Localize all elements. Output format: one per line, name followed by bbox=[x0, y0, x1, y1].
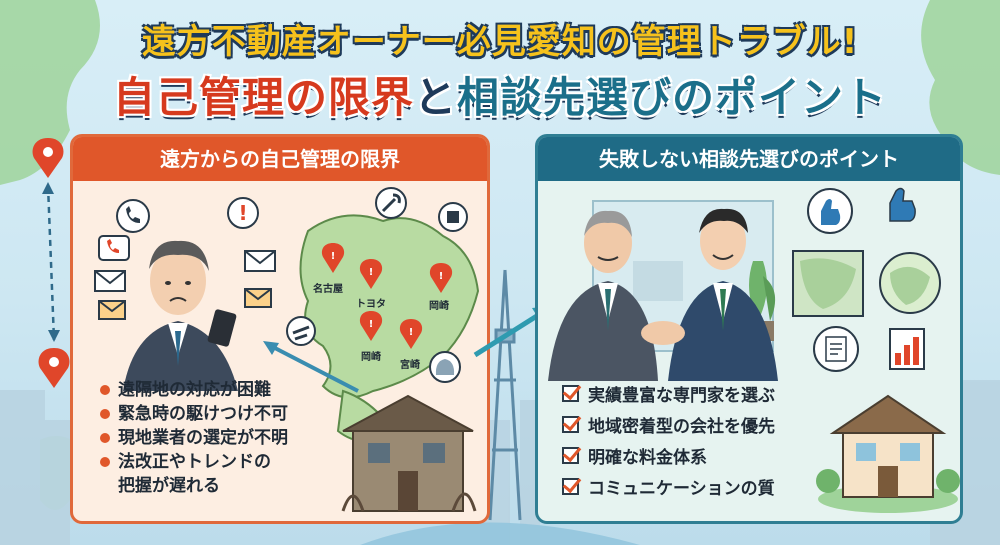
run-down-house-illustration bbox=[341, 394, 477, 512]
location-pin-icon bbox=[38, 348, 70, 388]
location-pin-icon bbox=[32, 138, 64, 178]
map-thumbnail bbox=[792, 250, 864, 317]
svg-text:!: ! bbox=[238, 201, 247, 225]
map-label-toyota: トヨタ bbox=[356, 299, 386, 310]
checkbox-icon bbox=[562, 416, 579, 433]
right-panel: 失敗しない相談先選びのポイント bbox=[535, 134, 963, 524]
sub-title-part1: 自己管理の限界 bbox=[112, 73, 414, 122]
map-label-miyazaki: 宮崎 bbox=[400, 360, 420, 371]
thumbs-up-icon bbox=[807, 188, 853, 234]
location-pin-icon: ! bbox=[359, 259, 383, 289]
checkbox-icon bbox=[562, 478, 579, 495]
distance-dashed-line bbox=[46, 184, 56, 341]
alarm-icon bbox=[438, 202, 468, 232]
check-text: コミュニケーションの質 bbox=[588, 479, 775, 499]
businessman-left-illustration bbox=[548, 210, 658, 381]
wrench-icon bbox=[375, 187, 407, 219]
svg-text:!: ! bbox=[369, 319, 374, 330]
bullet-dot bbox=[100, 385, 110, 395]
svg-text:!: ! bbox=[409, 327, 414, 338]
right-panel-illustration bbox=[548, 187, 960, 513]
thumbs-up-icon bbox=[889, 187, 916, 222]
list-item: 地域密着型の会社を優先 bbox=[562, 409, 832, 440]
map-thumbnail bbox=[879, 252, 941, 314]
left-panel: 遠方からの自己管理の限界 ! bbox=[70, 134, 490, 524]
broken-pipe-icon bbox=[286, 316, 316, 346]
bullet-dot bbox=[100, 433, 110, 443]
map-label-okazaki: 岡崎 bbox=[429, 301, 449, 312]
check-text: 明確な料金体系 bbox=[588, 448, 707, 468]
list-item: 現地業者の選定が不明 bbox=[100, 426, 340, 450]
bullet-text: 遠隔地の対応が困難 bbox=[118, 380, 271, 400]
map-label-okazaki-2: 岡崎 bbox=[361, 352, 381, 363]
left-panel-header: 遠方からの自己管理の限界 bbox=[73, 137, 487, 181]
river bbox=[360, 522, 640, 545]
list-item: 実績豊富な専門家を選ぶ bbox=[562, 378, 832, 409]
phone-icon bbox=[98, 235, 130, 261]
businessman-right-illustration bbox=[668, 208, 778, 381]
arrow-head-down bbox=[48, 330, 60, 342]
house-illustration bbox=[816, 394, 960, 513]
list-item: 遠隔地の対応が困難 bbox=[100, 378, 340, 402]
map-label-nagoya: 名古屋 bbox=[313, 284, 343, 295]
stressed-man-illustration bbox=[123, 240, 238, 391]
svg-text:!: ! bbox=[331, 251, 336, 262]
bullet-continuation: 把握が遅れる bbox=[118, 476, 220, 496]
arrow-head-up bbox=[42, 182, 54, 194]
phone-icon bbox=[116, 199, 150, 233]
handshake-illustration bbox=[641, 321, 685, 345]
main-title: 遠方不動産オーナー必見愛知の管理トラブル! bbox=[141, 22, 859, 62]
list-item: コミュニケーションの質 bbox=[562, 471, 832, 502]
location-pin-icon: ! bbox=[359, 311, 383, 341]
pointer-arrow bbox=[270, 344, 359, 393]
landmass-left bbox=[0, 0, 100, 185]
svg-text:!: ! bbox=[439, 271, 444, 282]
bullet-dot bbox=[100, 409, 110, 419]
check-text: 地域密着型の会社を優先 bbox=[588, 417, 775, 437]
checkbox-icon bbox=[562, 447, 579, 464]
bullet-text: 緊急時の駆けつけ不可 bbox=[118, 404, 288, 424]
landmass-right bbox=[921, 0, 1000, 175]
bullet-text: 法改正やトレンドの bbox=[118, 452, 271, 472]
list-item: 明確な料金体系 bbox=[562, 440, 832, 471]
sub-title-part3: 相談先選びのポイント bbox=[457, 73, 888, 122]
sub-title: 自己管理の限界と相談先選びのポイント bbox=[0, 64, 1000, 125]
exclamation-icon: ! bbox=[227, 197, 259, 229]
mail-icon bbox=[244, 250, 276, 272]
right-checklist: 実績豊富な専門家を選ぶ 地域密着型の会社を優先 明確な料金体系 コミュニケーショ… bbox=[562, 378, 832, 502]
location-pin-icon: ! bbox=[429, 263, 453, 293]
document-icon bbox=[813, 326, 859, 372]
mail-icon bbox=[98, 300, 126, 320]
right-panel-header: 失敗しない相談先選びのポイント bbox=[538, 137, 960, 181]
trash-bag-icon bbox=[429, 351, 461, 383]
mail-icon bbox=[244, 288, 272, 308]
bullet-text: 現地業者の選定が不明 bbox=[118, 428, 288, 448]
location-pin-icon: ! bbox=[399, 319, 423, 349]
list-item: 緊急時の駆けつけ不可 bbox=[100, 402, 340, 426]
chart-icon bbox=[889, 328, 925, 370]
check-text: 実績豊富な専門家を選ぶ bbox=[588, 386, 775, 406]
left-panel-illustration: ! ! ! bbox=[94, 187, 480, 512]
pointer-arrow-head bbox=[263, 341, 279, 355]
svg-text:!: ! bbox=[369, 267, 374, 278]
list-item: 法改正やトレンドの bbox=[100, 450, 340, 474]
mail-icon bbox=[94, 270, 126, 292]
location-pin-icon: ! bbox=[321, 243, 345, 273]
bullet-dot bbox=[100, 457, 110, 467]
checkbox-icon bbox=[562, 385, 579, 402]
sub-title-part2: と bbox=[413, 73, 457, 122]
left-bullet-list: 遠隔地の対応が困難 緊急時の駆けつけ不可 現地業者の選定が不明 法改正やトレンド… bbox=[100, 378, 340, 498]
